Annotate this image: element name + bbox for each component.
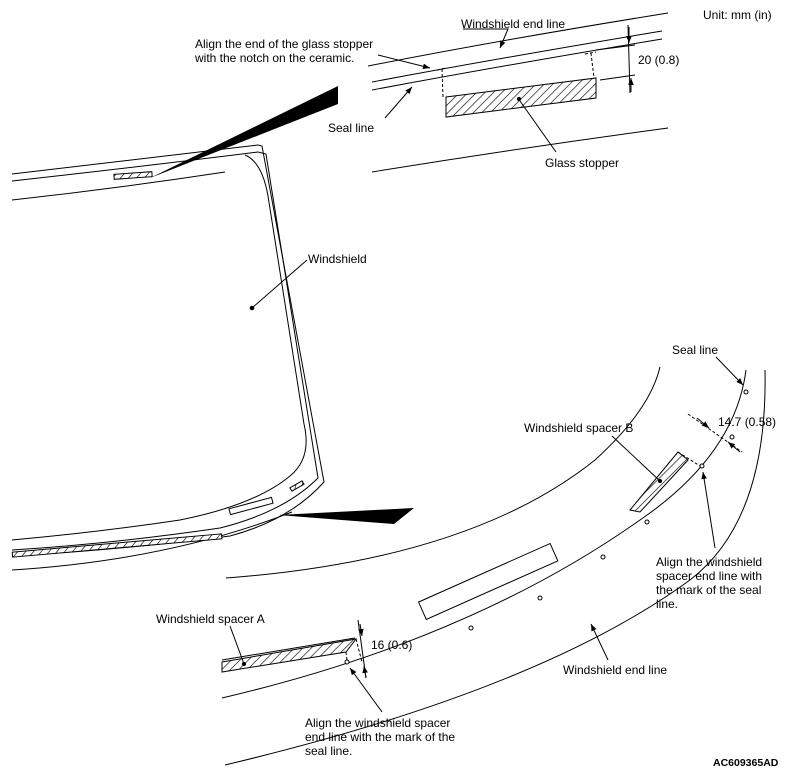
seal-mark-3 [600,554,606,560]
leader-spacer-b [611,435,661,482]
leader-seal-line [384,86,413,119]
leader-end-line [463,28,509,49]
windshield-end-line-curve [224,369,766,766]
notch-left [436,67,447,98]
glass-edge-curve [221,637,356,661]
bottom-end-line-label: Windshield end line [563,663,668,677]
windshield-label: Windshield [308,252,367,266]
align-b-note: Align the windshield spacer end line wit… [656,555,763,611]
leader-align-b [701,471,716,549]
leader-stopper [519,100,557,153]
windshield-end-line [367,12,669,67]
dim-a-ext [345,638,363,663]
spacer-block [417,542,559,621]
bottom-detail [221,356,766,766]
stopper-marker-top [113,171,153,180]
leader-windshield [251,259,308,309]
top-dimension-label: 20 (0.8) [638,53,680,67]
leader-seal-line-b [715,356,744,386]
windshield-outline [11,144,325,557]
spacer-b-marker [289,480,305,492]
top-seal-line-label: Seal line [328,121,375,135]
dim-b-arrow [696,417,710,429]
seal-mark-7 [743,389,749,395]
dim-b-arrow2 [727,441,741,453]
seal-mark-a [344,659,350,665]
figure-code: AC609365AD [713,757,779,769]
windshield-inner-glass [11,154,307,541]
dim-a-arrow-top [358,623,364,637]
seal-line-curve [221,369,747,699]
top-detail [367,12,669,173]
glass-stopper-label: Glass stopper [545,156,620,170]
dimension-b-label: 14.7 (0.58) [718,415,777,429]
align-a-note: Align the windshield spacer end line wit… [305,716,456,758]
leader-spacer-a [229,625,245,665]
leader-stopper-dot [516,96,522,102]
spacer-a-marker [11,533,223,558]
glass-edge-line [371,30,663,83]
roof-line-inner [11,151,259,182]
seal-line [371,38,663,91]
leader-align-a [349,667,383,713]
leader-align-stopper [377,54,431,70]
callout-wedge-top [150,86,338,178]
spacer-b-label: Windshield spacer B [524,421,634,435]
seal-mark-1 [468,625,474,631]
leader-windshield-dot [249,305,255,311]
top-align-note: Align the end of the glass stopper with … [195,37,374,65]
cowl-line [11,511,293,571]
seal-mark-6 [729,434,735,440]
spacer-block-marker [228,496,274,516]
windshield-outer-frame [11,151,319,551]
dim-a-arrow-bottom [362,665,368,679]
leader-end-line-b [590,623,609,661]
spacer-a-label: Windshield spacer A [156,612,265,626]
body-curve-inner [225,366,661,579]
dimension-a-label: 16 (0.6) [371,638,413,652]
top-end-line-label: Windshield end line [461,17,566,31]
overview [11,86,414,571]
leader-spacer-a-dot [241,661,247,667]
roof-line-lower [11,171,226,201]
notch-right [584,51,597,79]
body-line [371,127,669,173]
seal-mark-5 [699,463,705,469]
bottom-seal-line-label: Seal line [672,343,719,357]
callout-wedge-bottom [278,508,414,524]
seal-mark-4 [644,519,650,525]
roof-line-outer [11,144,259,175]
unit-label: Unit: mm (in) [703,8,772,22]
leader-spacer-b-dot [657,478,663,484]
glass-stopper [445,77,597,118]
seal-mark-2 [537,595,543,601]
